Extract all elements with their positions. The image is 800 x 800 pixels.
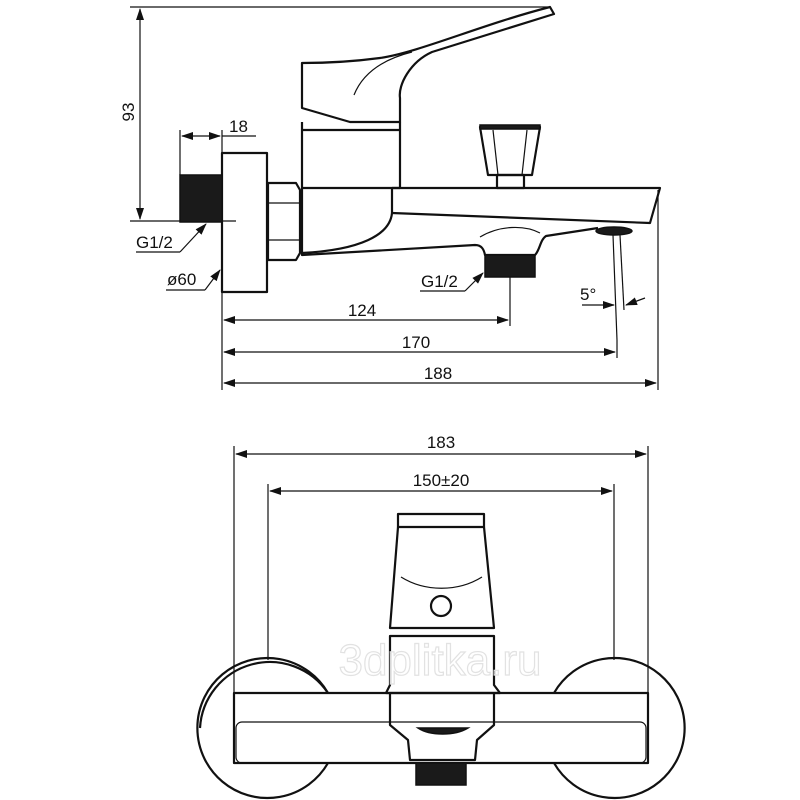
spout — [391, 186, 662, 225]
spout-angle-label: 5° — [580, 285, 596, 304]
overall-length-label: 188 — [424, 364, 452, 383]
wall-flange — [220, 151, 269, 294]
aerator — [595, 226, 633, 236]
valve-body — [300, 128, 402, 190]
width-dimensions: 183 150±20 — [233, 433, 649, 693]
lever-handle — [300, 5, 556, 124]
flange-diameter-callout: ø60 — [166, 269, 221, 291]
hex-nut — [266, 181, 302, 262]
outlet-thread-label: G1/2 — [421, 272, 458, 291]
outlet-connector — [484, 254, 536, 278]
watermark: 3dplitka.ru — [338, 636, 541, 685]
outlet-distance-label: 124 — [348, 301, 376, 320]
left-flange — [196, 656, 329, 800]
overall-width-label: 183 — [427, 433, 455, 452]
flange-diameter-label: ø60 — [167, 270, 196, 289]
spout-angle-callout: 5° — [580, 234, 646, 341]
height-dim-label: 93 — [119, 103, 138, 122]
horizontal-dimensions: 124 170 188 — [221, 190, 659, 390]
inlet-connector — [179, 174, 223, 223]
front-view: 183 150±20 3dplitka.ru — [196, 433, 686, 800]
inlet-thread-label: G1/2 — [136, 233, 173, 252]
front-outlet-connector — [415, 762, 467, 786]
side-view: 93 — [119, 5, 662, 390]
front-handle — [384, 512, 502, 786]
inlet-length-label: 18 — [229, 117, 248, 136]
aerator-distance-label: 170 — [402, 333, 430, 352]
height-dimension: 93 — [119, 6, 548, 222]
diverter-knob — [478, 124, 542, 190]
right-flange — [553, 656, 686, 800]
inlet-length-dimension: 18 — [179, 117, 256, 175]
outlet-thread-callout: G1/2 — [420, 272, 484, 292]
center-distance-label: 150±20 — [413, 471, 470, 490]
inlet-thread-callout: G1/2 — [136, 223, 207, 253]
